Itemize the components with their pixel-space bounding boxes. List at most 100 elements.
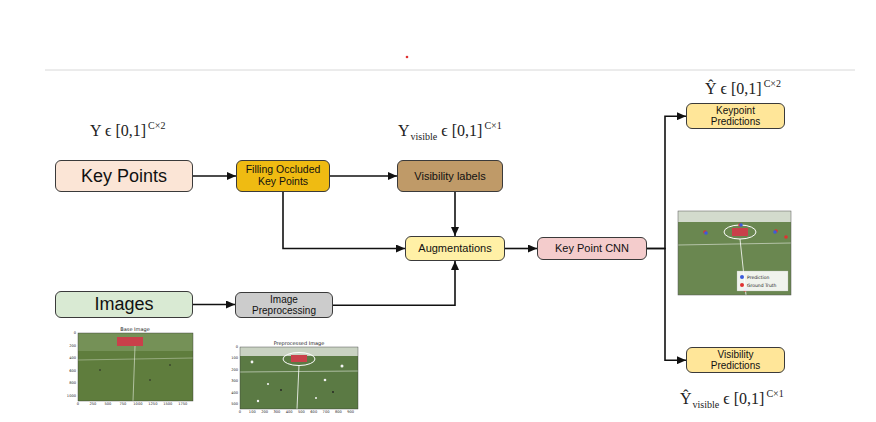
math-subscript: visible	[411, 131, 438, 142]
process-box: Image Preprocessing	[235, 292, 333, 318]
math-text: Ŷ	[680, 390, 692, 407]
node-text: Image Preprocessing	[250, 294, 318, 316]
center-circle	[724, 225, 756, 239]
player-dot	[149, 379, 151, 381]
math-text: Y	[398, 122, 410, 139]
axis-tick: 500	[105, 402, 112, 406]
truth-point	[738, 223, 742, 227]
stadium-band	[240, 347, 358, 356]
connector-arrow	[330, 175, 397, 177]
node-text: Key Points	[81, 166, 167, 186]
math-superscript: C×1	[484, 120, 501, 131]
data-box: Visibility labels	[397, 160, 503, 192]
plot-frame	[240, 347, 358, 409]
field-line	[133, 346, 135, 401]
header-rule	[45, 70, 855, 71]
noise-speck	[315, 397, 317, 399]
axis-tick: 400	[69, 356, 76, 360]
predicted-point	[773, 230, 777, 234]
truth-point	[784, 235, 788, 239]
math-annotation: Ŷ ϵ [0,1]C×2	[705, 80, 781, 98]
axis-tick: 0	[239, 410, 241, 414]
player-dot	[332, 391, 334, 393]
axis-tick: 0	[236, 345, 238, 349]
node-text: Filling Occluded Key Points	[241, 164, 325, 188]
axis-tick: 1000	[67, 394, 76, 398]
prediction-image	[678, 211, 791, 295]
axis-tick: 800	[335, 410, 342, 414]
image-title: Preprocessed Image	[274, 340, 325, 346]
output-box: Visibility Predictions	[686, 347, 785, 373]
legend-text: Ground Truth	[747, 283, 776, 288]
math-superscript: C×1	[766, 388, 783, 399]
axis-tick: 0	[77, 402, 79, 406]
field-line	[78, 358, 193, 360]
noise-speck	[267, 383, 269, 385]
node-text: Augmentations	[418, 242, 491, 254]
truth-point	[703, 230, 707, 234]
connector-arrow	[283, 192, 405, 249]
axis-tick: 750	[119, 402, 126, 406]
connector-arrow	[647, 116, 686, 248]
axis-tick: 250	[90, 402, 97, 406]
axis-tick: 900	[347, 410, 354, 414]
stadium-band	[678, 211, 791, 222]
noise-speck	[324, 379, 327, 382]
node-text: Key Point CNN	[555, 242, 629, 254]
math-annotation: Yvisibleϵ [0,1]C×1	[398, 122, 502, 140]
process-box: Filling Occluded Key Points	[236, 160, 330, 192]
player-dot	[169, 364, 171, 366]
process-box: Augmentations	[405, 236, 505, 261]
axis-tick: 1250	[148, 402, 157, 406]
axis-tick: 100	[231, 356, 238, 360]
center-circle	[283, 353, 315, 366]
axis-tick: 400	[286, 410, 293, 414]
axis-tick: 0	[74, 331, 76, 335]
predicted-point	[704, 231, 708, 235]
field-line	[240, 371, 358, 372]
legend-text: Prediction	[747, 275, 769, 280]
input-box: Key Points	[55, 160, 193, 192]
axis-tick: 700	[323, 410, 330, 414]
plot-frame	[78, 333, 193, 401]
axis-tick: 800	[69, 381, 76, 385]
node-text: Visibility labels	[414, 170, 485, 182]
base-image	[78, 333, 193, 401]
connector-arrow	[454, 192, 456, 236]
image-title: Base Image	[120, 326, 149, 332]
field-line	[678, 243, 791, 245]
axis-tick: 400	[231, 391, 238, 395]
axis-tick: 600	[69, 369, 76, 373]
axis-tick: 1500	[163, 402, 172, 406]
axis-tick: 500	[231, 402, 238, 406]
input-box: Images	[55, 291, 193, 318]
axis-tick: 100	[249, 410, 256, 414]
node-text: Images	[94, 294, 153, 314]
output-box: Keypoint Predictions	[686, 103, 785, 129]
grass-field	[678, 211, 791, 295]
math-superscript: C×2	[148, 120, 165, 131]
connector-arrow	[193, 304, 235, 306]
axis-tick: 200	[69, 344, 76, 348]
math-annotation: Y ϵ [0,1]C×2	[90, 122, 165, 140]
legend-row: Prediction	[740, 273, 776, 281]
node-text: Keypoint Predictions	[701, 105, 770, 127]
noise-speck	[257, 400, 259, 402]
math-superscript: C×2	[764, 78, 781, 89]
math-subscript: visible	[693, 399, 720, 410]
connector-arrow	[505, 248, 537, 250]
math-text: ϵ [0,1]	[723, 390, 764, 407]
noise-speck	[341, 365, 344, 368]
math-annotation: Ŷvisibleϵ [0,1]C×1	[680, 390, 784, 408]
field-logo	[117, 337, 143, 346]
legend: PredictionGround Truth	[740, 273, 776, 289]
axis-tick: 300	[231, 379, 238, 383]
predicted-point	[739, 223, 743, 227]
red-dot	[406, 56, 409, 59]
legend-swatch	[740, 283, 744, 287]
node-text: Visibility Predictions	[701, 349, 770, 371]
math-text: ϵ [0,1]	[441, 122, 482, 139]
player-dot	[99, 369, 101, 371]
